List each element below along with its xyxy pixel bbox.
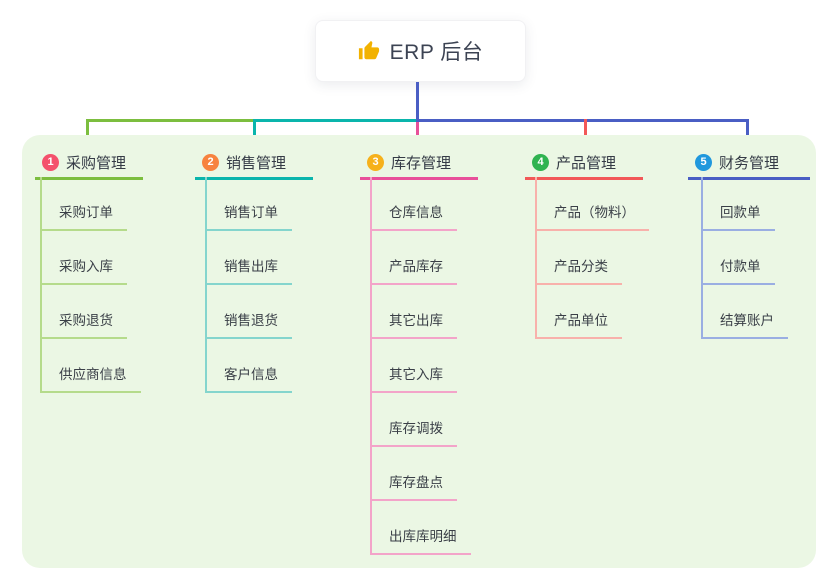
mindmap-node[interactable]: 产品单位 xyxy=(537,285,622,339)
badge-1: 1 xyxy=(42,153,59,171)
node-label: 销售退货 xyxy=(224,313,278,328)
node-label: 出库库明细 xyxy=(389,529,457,544)
branch-column-finance: 回款单 付款单 结算账户 xyxy=(701,177,788,339)
root-title: ERP 后台 xyxy=(389,41,484,64)
branch-column-purchase: 采购订单 采购入库 采购退货 供应商信息 xyxy=(40,177,141,393)
connector-drop-sales xyxy=(253,119,256,150)
branch-header-inventory[interactable]: 3 库存管理 xyxy=(360,147,478,180)
node-label: 结算账户 xyxy=(720,313,774,328)
root-node-erp[interactable]: ERP 后台 xyxy=(315,20,526,82)
node-label: 采购退货 xyxy=(59,313,113,328)
node-label: 其它入库 xyxy=(389,367,443,382)
mindmap-node[interactable]: 采购订单 xyxy=(42,177,127,231)
mindmap-node[interactable]: 供应商信息 xyxy=(42,339,141,393)
node-label: 回款单 xyxy=(720,205,761,220)
branch-column-inventory: 仓库信息 产品库存 其它出库 其它入库 库存调拨 库存盘点 出库库明细 xyxy=(370,177,471,555)
mindmap-node[interactable]: 付款单 xyxy=(703,231,775,285)
node-label: 供应商信息 xyxy=(59,367,127,382)
node-label: 产品单位 xyxy=(554,313,608,328)
branch-header-purchase[interactable]: 1 采购管理 xyxy=(35,147,143,180)
node-label: 付款单 xyxy=(720,259,761,274)
node-label: 产品（物料） xyxy=(554,205,635,220)
thumbs-up-icon xyxy=(358,40,380,62)
mindmap-node[interactable]: 库存调拨 xyxy=(372,393,457,447)
mindmap-node[interactable]: 客户信息 xyxy=(207,339,292,393)
node-label: 采购入库 xyxy=(59,259,113,274)
mindmap-node[interactable]: 仓库信息 xyxy=(372,177,457,231)
mindmap-node[interactable]: 产品（物料） xyxy=(537,177,649,231)
branch-label-finance: 财务管理 xyxy=(719,154,780,172)
mindmap-node[interactable]: 库存盘点 xyxy=(372,447,457,501)
branch-panel xyxy=(22,135,816,568)
node-label: 销售订单 xyxy=(224,205,278,220)
branch-column-sales: 销售订单 销售出库 销售退货 客户信息 xyxy=(205,177,292,393)
mindmap-node[interactable]: 回款单 xyxy=(703,177,775,231)
node-label: 客户信息 xyxy=(224,367,278,382)
node-label: 仓库信息 xyxy=(389,205,443,220)
connector-root-drop xyxy=(416,82,419,122)
mindmap-node[interactable]: 销售退货 xyxy=(207,285,292,339)
branch-label-inventory: 库存管理 xyxy=(391,154,452,172)
badge-2: 2 xyxy=(202,153,219,171)
badge-3: 3 xyxy=(367,153,384,171)
badge-5: 5 xyxy=(695,153,712,171)
branch-column-product: 产品（物料） 产品分类 产品单位 xyxy=(535,177,649,339)
node-label: 产品分类 xyxy=(554,259,608,274)
mindmap-node[interactable]: 其它入库 xyxy=(372,339,457,393)
branch-label-purchase: 采购管理 xyxy=(66,154,127,172)
mindmap-node[interactable]: 产品库存 xyxy=(372,231,457,285)
connector-drop-finance xyxy=(746,119,749,150)
connector-bus-green xyxy=(86,119,255,122)
badge-4: 4 xyxy=(532,153,549,171)
branch-header-finance[interactable]: 5 财务管理 xyxy=(688,147,810,180)
connector-bus-blue xyxy=(416,119,749,122)
mindmap-node[interactable]: 采购入库 xyxy=(42,231,127,285)
connector-drop-product xyxy=(584,119,587,150)
branch-header-product[interactable]: 4 产品管理 xyxy=(525,147,643,180)
branch-label-product: 产品管理 xyxy=(556,154,617,172)
branch-header-sales[interactable]: 2 销售管理 xyxy=(195,147,313,180)
node-label: 采购订单 xyxy=(59,205,113,220)
node-label: 库存调拨 xyxy=(389,421,443,436)
mindmap-node[interactable]: 其它出库 xyxy=(372,285,457,339)
mindmap-node[interactable]: 产品分类 xyxy=(537,231,622,285)
connector-bus-teal xyxy=(253,119,418,122)
mindmap-node[interactable]: 销售出库 xyxy=(207,231,292,285)
node-label: 产品库存 xyxy=(389,259,443,274)
node-label: 其它出库 xyxy=(389,313,443,328)
mindmap-node[interactable]: 销售订单 xyxy=(207,177,292,231)
node-label: 销售出库 xyxy=(224,259,278,274)
node-label: 库存盘点 xyxy=(389,475,443,490)
mindmap-node[interactable]: 结算账户 xyxy=(703,285,788,339)
branch-label-sales: 销售管理 xyxy=(226,154,287,172)
mindmap-node[interactable]: 出库库明细 xyxy=(372,501,471,555)
connector-drop-purchase xyxy=(86,119,89,150)
mindmap-node[interactable]: 采购退货 xyxy=(42,285,127,339)
